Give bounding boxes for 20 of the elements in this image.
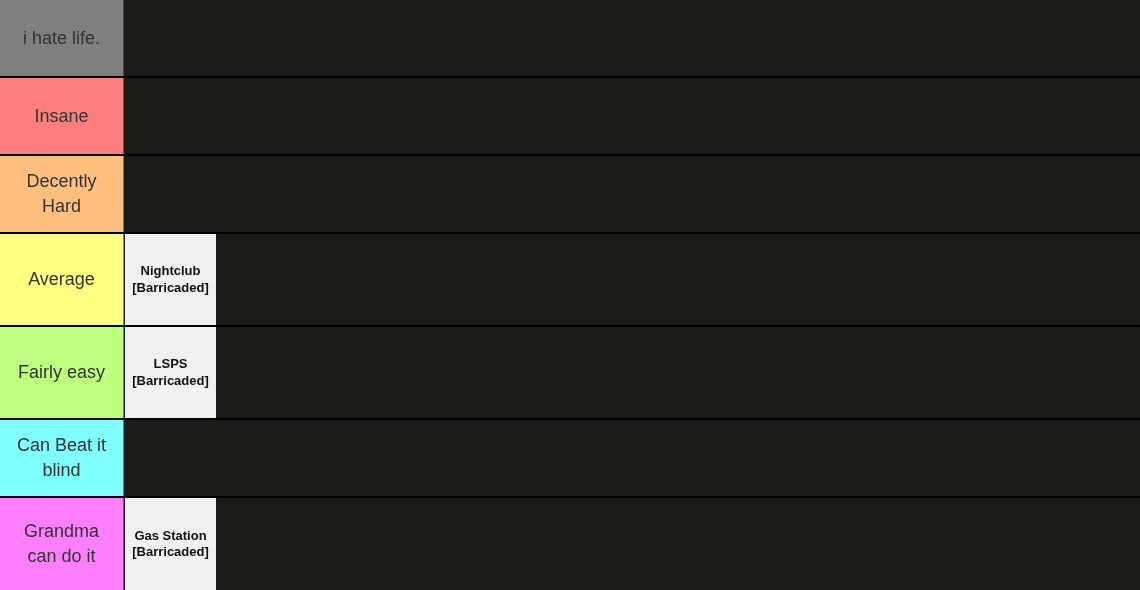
tier-row xyxy=(0,78,1140,154)
tier-row xyxy=(0,498,1140,590)
tier-row xyxy=(0,420,1140,496)
tier-label: Can Beat it blind xyxy=(15,434,108,482)
tier-label: Fairly easy xyxy=(18,361,105,384)
tier-row xyxy=(0,327,1140,418)
tier-item-card xyxy=(125,327,216,418)
item-label: Nightclub [Barricaded] xyxy=(131,263,210,296)
tier-item-card xyxy=(125,234,216,325)
tier-row xyxy=(0,0,1140,76)
tier-label: Insane xyxy=(34,104,89,128)
item-label: LSPS [Barricaded] xyxy=(131,356,210,389)
tier-row xyxy=(0,156,1140,232)
tier-label: i hate life. xyxy=(22,26,100,50)
tier-label: Average xyxy=(28,268,95,291)
tier-item-card xyxy=(125,498,216,590)
tier-row xyxy=(0,234,1140,325)
tier-label: Decently Hard xyxy=(25,170,98,218)
item-label: Gas Station [Barricaded] xyxy=(131,527,210,561)
tier-label: Grandma can do it xyxy=(22,520,100,568)
